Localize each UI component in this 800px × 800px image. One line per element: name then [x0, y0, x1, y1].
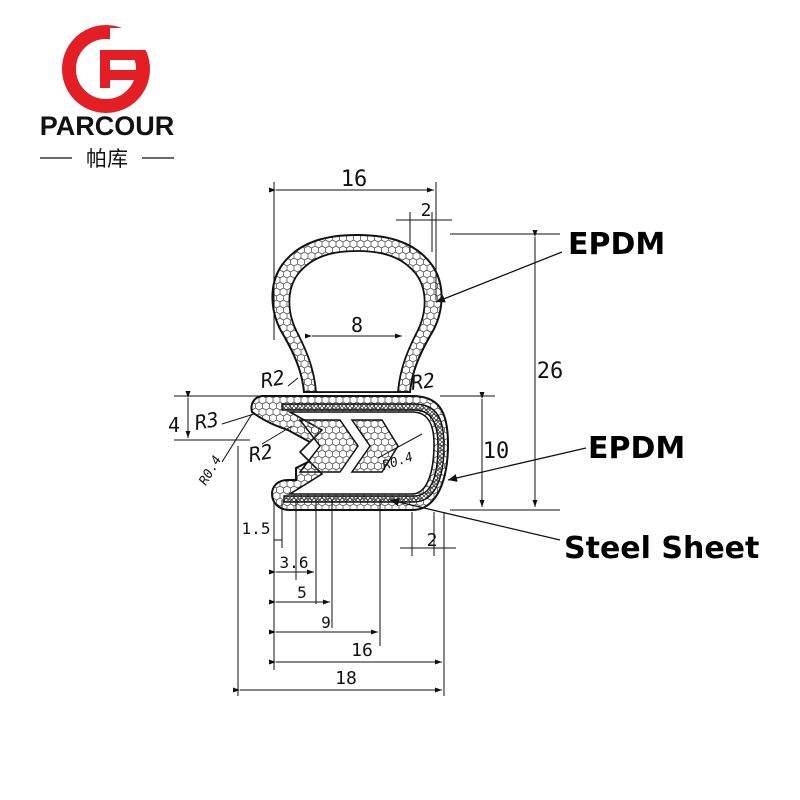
logo-stem: [100, 50, 110, 88]
logo-ring: [62, 25, 150, 113]
callout-arrow-middle: [447, 447, 587, 482]
logo-bar-top: [100, 50, 142, 60]
leader-inner-radius: [261, 425, 293, 445]
fin-right: [350, 419, 399, 473]
label-lip-height: 4: [168, 413, 180, 437]
label-bottom-thickness: 2: [427, 530, 438, 551]
callout-bottom: Steel Sheet: [564, 531, 759, 566]
label-clip-height: 10: [483, 439, 510, 464]
label-1-5: 1.5: [242, 519, 271, 538]
brand-name: PARCOUR: [40, 111, 175, 141]
label-total-height: 26: [537, 359, 564, 384]
logo-bar-mid: [100, 70, 142, 80]
callout-top: EPDM: [568, 227, 665, 262]
label-16: 16: [351, 640, 373, 661]
label-radius-right-neck: R2: [409, 368, 436, 395]
label-radius-left-neck: R2: [259, 365, 287, 393]
steel-sheet: [281, 403, 445, 503]
label-lip-tip-radius: R0.4: [196, 453, 225, 488]
leader-lip-radius: [221, 413, 255, 425]
callout-arrow-bottom: [389, 498, 561, 541]
bulb-inner: [288, 250, 426, 393]
label-3-6: 3.6: [280, 553, 309, 572]
label-18: 18: [335, 668, 357, 689]
label-lip-radius: R3: [193, 407, 221, 435]
label-top-thickness: 2: [421, 200, 432, 221]
brand-logo: [62, 25, 150, 113]
bulb-seal: [271, 233, 443, 393]
callout-middle: EPDM: [588, 431, 685, 466]
brand-name-cn: 帕库: [86, 148, 128, 171]
logo-gap: [110, 28, 150, 50]
clip-base: [250, 395, 450, 511]
leader-inner-tip: [377, 433, 423, 459]
label-9: 9: [321, 613, 331, 632]
label-neck-width: 8: [351, 313, 363, 337]
leader-radius-left: [287, 377, 299, 387]
callout-arrow-top: [435, 251, 563, 303]
leader-lip-tip: [221, 413, 253, 463]
fin-left: [298, 419, 359, 473]
label-inner-radius: R2: [247, 439, 275, 467]
label-5: 5: [297, 583, 307, 602]
label-top-width: 16: [341, 167, 368, 192]
